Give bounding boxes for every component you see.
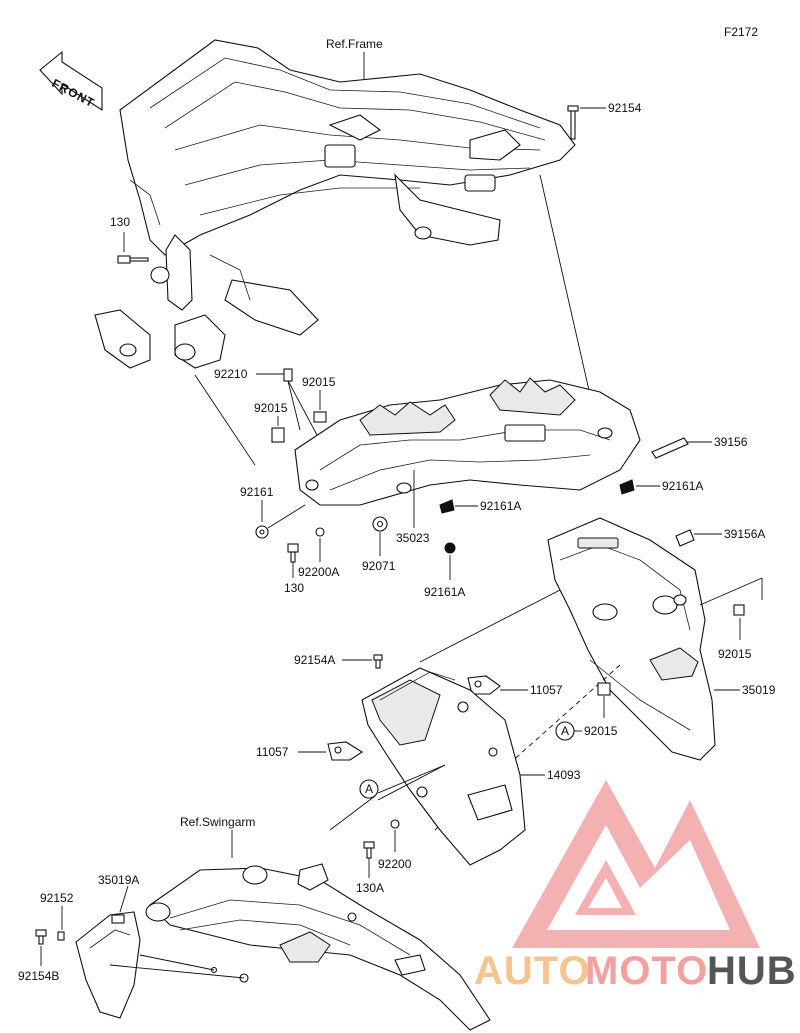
- callout-92200A: 92200A: [298, 565, 339, 579]
- callout-11057-left: 11057: [256, 745, 289, 759]
- callout-92161A-mid: 92161A: [480, 499, 521, 513]
- bolt-92154-icon: [567, 105, 579, 140]
- callout-92154B: 92154B: [18, 969, 59, 983]
- callout-130-mid: 130: [284, 581, 304, 595]
- bracket-11057-right-icon: [467, 675, 501, 695]
- callout-130-top: 130: [110, 215, 130, 229]
- ref-swingarm-label: Ref.Swingarm: [180, 815, 255, 829]
- screw-92154A-icon: [373, 654, 383, 669]
- ref-marker-A-left-label: A: [365, 782, 373, 796]
- diagram-code: F2172: [724, 25, 758, 39]
- nut-92015-d-icon: [597, 682, 611, 696]
- collar-92152-icon: [57, 931, 65, 941]
- bolt-130A-icon: [363, 841, 375, 859]
- nut-92015-a-icon: [313, 411, 327, 423]
- callout-35019A: 35019A: [98, 873, 139, 887]
- callout-92161A-right: 92161A: [662, 479, 703, 493]
- swingarm-drawing: [145, 863, 491, 1031]
- callout-35019: 35019: [742, 683, 776, 697]
- callout-92015-a: 92015: [302, 375, 336, 389]
- nut-92015-b-icon: [271, 427, 285, 443]
- strip-39156-icon: [651, 437, 689, 459]
- watermark-logo: [512, 780, 760, 948]
- callout-92154A: 92154A: [294, 653, 335, 667]
- callout-39156A: 39156A: [724, 527, 765, 541]
- frame-drawing: [94, 39, 576, 369]
- callout-92152: 92152: [40, 891, 74, 905]
- callout-92015-d: 92015: [584, 724, 618, 738]
- bolt-130-mid-icon: [287, 543, 299, 563]
- watermark-hub: HUB: [707, 949, 797, 993]
- rear-fender-35019: [547, 517, 716, 761]
- clip-92210-icon: [283, 368, 293, 382]
- grommet-92161A-right-icon: [619, 479, 635, 495]
- inner-fender-14093: [361, 667, 526, 866]
- bolt-130-icon: [117, 255, 149, 264]
- callout-92015-b: 92015: [254, 401, 288, 415]
- nut-92015-c-icon: [733, 604, 745, 616]
- rear-fender-front-35023: [294, 377, 641, 506]
- callout-11057-right: 11057: [530, 683, 563, 697]
- grommet-92161A-bot-icon: [444, 542, 456, 554]
- callout-14093: 14093: [547, 768, 581, 782]
- callout-92200: 92200: [378, 857, 412, 871]
- callout-92161: 92161: [240, 485, 274, 499]
- bracket-11057-left-icon: [327, 741, 364, 761]
- ref-marker-A-left: [359, 779, 379, 799]
- callout-92154: 92154: [608, 101, 642, 115]
- front-arrow-icon: FRONT: [39, 50, 103, 112]
- watermark-auto: AUTO: [474, 949, 591, 993]
- callout-130A: 130A: [356, 881, 384, 895]
- watermark-moto: MOTO: [585, 949, 708, 993]
- callout-92161A-bot: 92161A: [424, 585, 465, 599]
- watermark-wordmark: AUTO MOTO HUB: [474, 949, 797, 993]
- callout-35023: 35023: [396, 531, 430, 545]
- callout-92071: 92071: [362, 559, 396, 573]
- callout-92015-c: 92015: [718, 647, 752, 661]
- washer-92200-icon: [390, 819, 400, 829]
- guard-35019A: [75, 911, 141, 1019]
- pad-39156A-icon: [675, 529, 695, 547]
- callout-39156: 39156: [714, 435, 748, 449]
- ref-marker-A-right-label: A: [561, 724, 569, 738]
- grommet-92161A-mid-icon: [439, 499, 455, 514]
- washer-92200A-icon: [315, 527, 325, 537]
- ref-frame-label: Ref.Frame: [326, 37, 383, 51]
- screw-92154B-icon: [35, 929, 47, 945]
- callout-92210: 92210: [214, 367, 248, 381]
